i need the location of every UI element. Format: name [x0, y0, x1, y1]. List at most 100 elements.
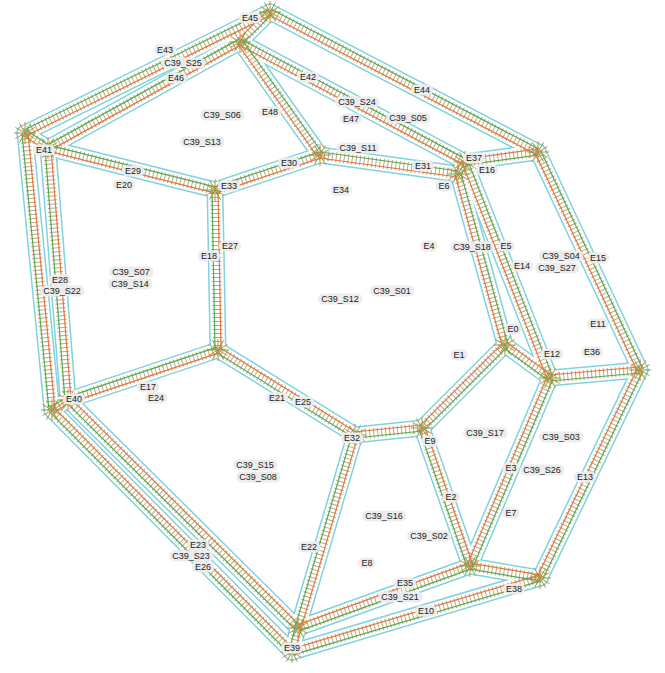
member-label: C39_S05: [386, 113, 430, 124]
member-fill: [48, 42, 240, 148]
member-label: E44: [411, 85, 433, 96]
member-label: C39_S06: [200, 110, 244, 121]
member-label: E42: [297, 72, 319, 83]
member-envelope: [538, 152, 640, 370]
joint-mark: [15, 128, 34, 139]
member-fill: [298, 566, 470, 628]
member-chord: [24, 9, 269, 130]
member-chord: [291, 575, 539, 649]
joint-mark: [310, 150, 329, 161]
member-label: E15: [587, 253, 609, 264]
member-fill: [298, 435, 355, 628]
member-label: E14: [511, 261, 533, 272]
joint-mark: [495, 340, 514, 351]
member-hatching: [68, 400, 298, 628]
member-label: E38: [503, 584, 525, 595]
member-label: E37: [463, 153, 485, 164]
member-chord: [242, 40, 322, 153]
member-fill: [470, 566, 540, 578]
member-fill: [422, 428, 470, 566]
member-chord: [50, 412, 290, 654]
member-fill: [215, 190, 218, 350]
member-label: E21: [266, 393, 288, 404]
member-label: C39_S16: [362, 511, 406, 522]
member-chord: [212, 190, 215, 350]
joint-mark: [540, 373, 559, 384]
member-label: E46: [165, 73, 187, 84]
member-chord: [66, 402, 296, 630]
member-chord: [461, 173, 508, 344]
member-label: C39_S03: [539, 432, 583, 443]
member-envelope: [218, 350, 355, 435]
member-chord: [295, 434, 352, 627]
member-fill: [218, 350, 355, 435]
member-label: E12: [541, 349, 563, 360]
member-label: C39_S13: [180, 137, 224, 148]
member-label: C39_S24: [335, 97, 379, 108]
member-label: C39_S27: [535, 263, 579, 274]
member-label: E30: [278, 158, 300, 169]
joints: [14, 1, 651, 663]
member-label: E17: [137, 382, 159, 393]
member-envelope: [298, 435, 355, 628]
member-label: E41: [33, 145, 55, 156]
member-chord: [419, 429, 467, 567]
member-hatching: [68, 350, 218, 400]
member-label: E28: [49, 275, 71, 286]
member-label: E48: [259, 107, 281, 118]
member-chord: [54, 408, 294, 650]
member-label: E8: [358, 558, 375, 569]
member-hatching: [25, 133, 52, 410]
member-chord: [301, 436, 358, 629]
member-hatching: [218, 350, 355, 435]
member-label: C39_S25: [161, 58, 205, 69]
member-envelope: [48, 42, 240, 148]
member-label: E18: [198, 251, 220, 262]
member-envelope: [25, 12, 270, 133]
member-chord: [239, 45, 464, 165]
member-fill: [458, 174, 505, 345]
member-chord: [220, 347, 357, 432]
member-chord: [550, 373, 640, 381]
member-label: C39_S02: [407, 531, 451, 542]
member-chord: [238, 10, 268, 40]
member-label: E11: [587, 319, 608, 330]
joint-mark: [288, 623, 307, 634]
member-chord: [425, 427, 473, 565]
member-label: C39_S26: [520, 465, 564, 476]
member-hatching: [470, 566, 540, 578]
member-envelope: [48, 148, 215, 190]
member-label: E31: [412, 161, 434, 172]
member-label: E2: [442, 492, 459, 503]
joint-mark: [460, 561, 479, 572]
member-label: E33: [218, 181, 240, 192]
member-envelope: [68, 350, 218, 400]
joint-mark: [528, 147, 547, 158]
member-chord: [218, 190, 221, 350]
member-chord: [355, 431, 422, 438]
member-hatching: [320, 155, 458, 174]
member-label: E24: [145, 393, 167, 404]
member-chord: [47, 39, 239, 145]
member-envelope: [215, 190, 218, 350]
member-chord: [299, 569, 471, 631]
member-hatching: [298, 435, 355, 628]
member-label: E1: [450, 350, 467, 361]
member-chord: [49, 45, 241, 151]
member-label: E6: [435, 181, 452, 192]
joint-mark: [630, 365, 649, 376]
member-label: C39_S01: [370, 286, 414, 297]
member-label: E3: [502, 463, 519, 474]
member-label: E0: [504, 324, 521, 335]
member-chord: [420, 343, 503, 426]
member-label: E10: [415, 606, 437, 617]
member-hatching: [422, 345, 505, 428]
member-hatching: [48, 148, 215, 190]
member-hatching: [298, 566, 470, 628]
member-fill: [422, 345, 505, 428]
member-label: C39_S12: [318, 294, 362, 305]
member-label: E32: [341, 433, 363, 444]
joint-mark: [530, 573, 549, 584]
